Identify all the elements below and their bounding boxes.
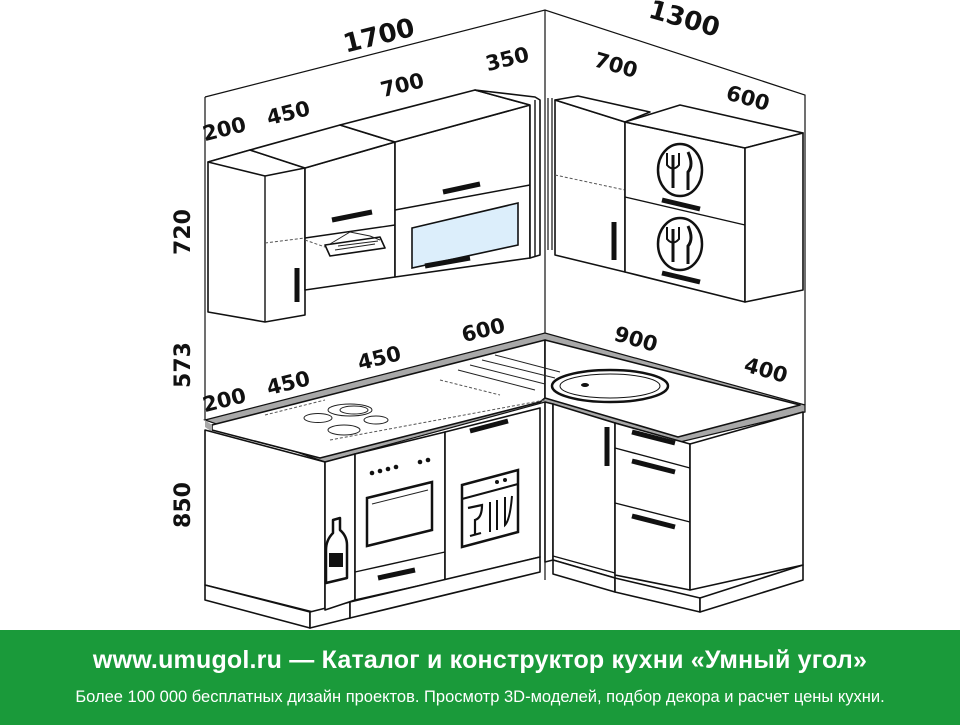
lower-dishwasher-450 xyxy=(444,407,541,581)
oven-door xyxy=(365,480,434,548)
dim-upper-right-700: 700 xyxy=(592,48,641,83)
upper-cabinet-700 xyxy=(339,89,531,278)
upper-cabinet-200 xyxy=(207,149,306,323)
plinth-left xyxy=(204,584,351,629)
dim-upper-200: 200 xyxy=(200,112,248,146)
dim-upper-right-600: 600 xyxy=(724,81,773,116)
dim-height-850: 850 xyxy=(171,482,196,528)
lower-drawers-400 xyxy=(614,411,804,591)
dim-upper-700: 700 xyxy=(378,68,426,102)
fork-knife-icon xyxy=(656,216,704,272)
dim-height-573: 573 xyxy=(171,342,196,388)
lower-corner-900 xyxy=(544,401,616,579)
dim-lower-900: 900 xyxy=(612,322,661,357)
dim-lower-600: 600 xyxy=(459,313,507,347)
bottle-icon xyxy=(324,516,349,585)
oven-controls xyxy=(369,457,431,476)
induction-hob xyxy=(303,403,389,436)
dim-upper-350: 350 xyxy=(483,42,531,76)
lower-cabinet-200 xyxy=(204,429,326,616)
countertop xyxy=(202,332,806,463)
sink xyxy=(457,354,670,404)
banner-title: www.umugol.ru — Каталог и конструктор ку… xyxy=(92,646,868,674)
banner-subtitle: Более 100 000 бесплатных дизайн проектов… xyxy=(75,688,885,706)
lower-bottle-rack xyxy=(324,453,356,611)
kitchen-diagram: 1700 1300 200 450 700 350 700 600 720 57… xyxy=(171,0,806,629)
footer-banner: www.umugol.ru — Каталог и конструктор ку… xyxy=(0,630,960,725)
kitchen-drawing: 1700 1300 200 450 700 350 700 600 720 57… xyxy=(171,0,806,629)
lower-oven-450 xyxy=(354,431,446,601)
upper-right-corner-700 xyxy=(554,95,651,273)
plinth-right xyxy=(552,559,804,613)
dim-height-720: 720 xyxy=(171,209,196,255)
dim-lower-450-b: 450 xyxy=(355,341,403,375)
glass-panel xyxy=(411,201,519,269)
dim-top-1300: 1300 xyxy=(645,0,723,44)
fork-knife-icon xyxy=(656,142,704,198)
plinth-middle xyxy=(349,556,541,619)
upper-corner-350 xyxy=(474,89,541,259)
dishwasher-icon xyxy=(460,468,520,549)
dim-upper-450: 450 xyxy=(264,96,312,130)
dim-lower-400: 400 xyxy=(742,353,791,388)
upper-right-dishcabinet-600 xyxy=(624,104,804,303)
